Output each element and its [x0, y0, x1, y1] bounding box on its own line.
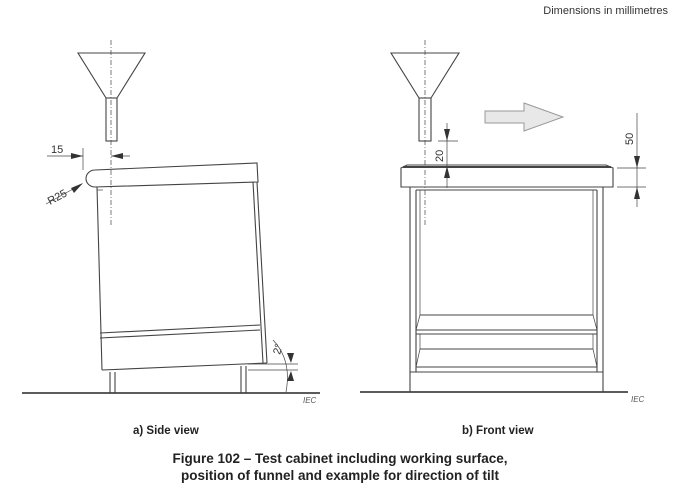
caption-line-1: Figure 102 – Test cabinet including work…: [172, 451, 508, 466]
dim-tilt-angle: 2°: [271, 342, 285, 355]
front-view-drawing: [360, 40, 646, 393]
side-view-drawing: [22, 40, 320, 394]
caption-line-2: position of funnel and example for direc…: [180, 468, 499, 483]
dim-50: 50: [624, 133, 636, 145]
side-view-label: a) Side view: [133, 425, 199, 437]
front-view-label: b) Front view: [462, 425, 534, 437]
iec-mark-side: IEC: [303, 396, 317, 405]
funnel-icon: [77, 52, 146, 142]
tilt-direction-arrow-icon: [484, 102, 565, 132]
dim-r25: R25: [46, 188, 69, 208]
dim-20: 20: [434, 150, 446, 162]
figure-caption: Figure 102 – Test cabinet including work…: [0, 450, 680, 484]
iec-mark-front: IEC: [631, 395, 645, 404]
units-note: Dimensions in millimetres: [543, 5, 668, 17]
dim-15: 15: [51, 144, 63, 156]
